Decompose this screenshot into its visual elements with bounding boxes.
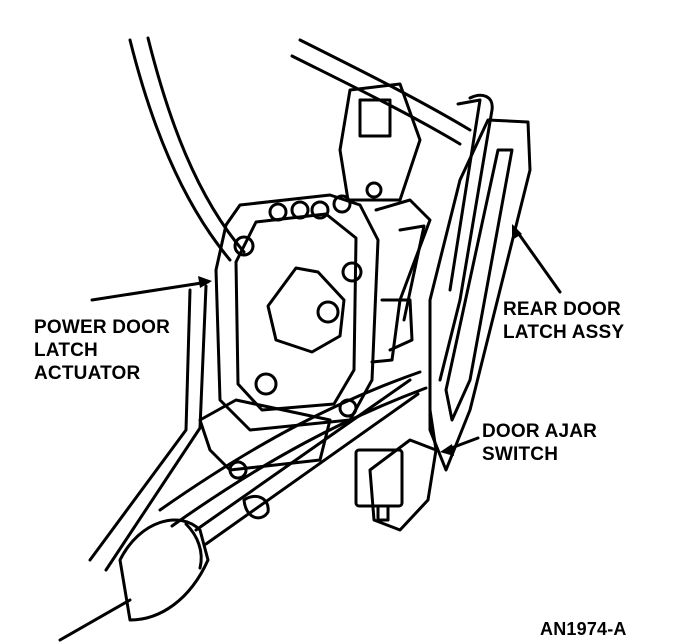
switch-label: DOOR AJAR SWITCH (482, 420, 597, 466)
control-rod-2 (204, 392, 420, 546)
actuator-leader-line (90, 280, 210, 302)
bracket-rivet (228, 460, 248, 480)
actuator-arrowhead (198, 276, 212, 288)
latch-housing (428, 118, 532, 472)
actuator-plate-inner (234, 212, 358, 412)
linkage-arm (370, 198, 432, 364)
switch-arrowhead (440, 444, 454, 456)
linkage-slot (398, 224, 426, 322)
cable-upper (158, 370, 422, 512)
bracket-tab (358, 98, 392, 138)
door-trim-curve-outer (128, 38, 232, 262)
latch-label-line2: LATCH ASSY (503, 322, 625, 343)
control-rod (194, 378, 412, 532)
lower-bracket (198, 398, 332, 472)
bolt-hole (233, 235, 255, 257)
bolt-hole (332, 194, 352, 214)
actuator-cam (266, 266, 346, 354)
latch-rod-2 (448, 98, 482, 292)
actuator-label-line3: ACTUATOR (34, 363, 141, 384)
latch-leader-line (514, 228, 562, 294)
switch-connector (354, 448, 404, 508)
actuator-label-line1: POWER DOOR (34, 317, 171, 338)
actuator-label: POWER DOOR LATCH ACTUATOR (34, 316, 170, 385)
cable-sleeve-end (184, 522, 203, 570)
figure-code: AN1974-A (540, 619, 627, 639)
door-panel-lower (58, 598, 132, 642)
switch-cable (428, 408, 438, 452)
cable-upper-2 (170, 386, 428, 528)
bolt-hole (310, 200, 330, 220)
linkage-arm-2 (380, 298, 414, 352)
actuator-label-line2: LATCH (34, 340, 98, 361)
door-trim-curve-inner (146, 36, 246, 254)
switch-label-line1: DOOR AJAR (482, 421, 598, 442)
latch-arrowhead (512, 224, 522, 240)
latch-rod (438, 93, 494, 382)
switch-stem (376, 504, 390, 522)
cable-sleeve (118, 518, 210, 622)
switch-label-line2: SWITCH (482, 444, 559, 465)
bolt-hole (254, 372, 278, 396)
bolt-hole (365, 181, 383, 199)
door-panel-edge-2 (104, 284, 208, 572)
latch-housing-inner (444, 148, 514, 422)
top-bracket (338, 82, 422, 202)
bolt-hole (290, 200, 310, 220)
door-panel-edge (88, 288, 192, 562)
bolt-hole (268, 202, 288, 222)
latch-label-line1: REAR DOOR (503, 299, 621, 320)
bolt-hole (341, 261, 363, 283)
cam-pivot (316, 300, 340, 324)
latch-label: REAR DOOR LATCH ASSY (503, 298, 624, 344)
